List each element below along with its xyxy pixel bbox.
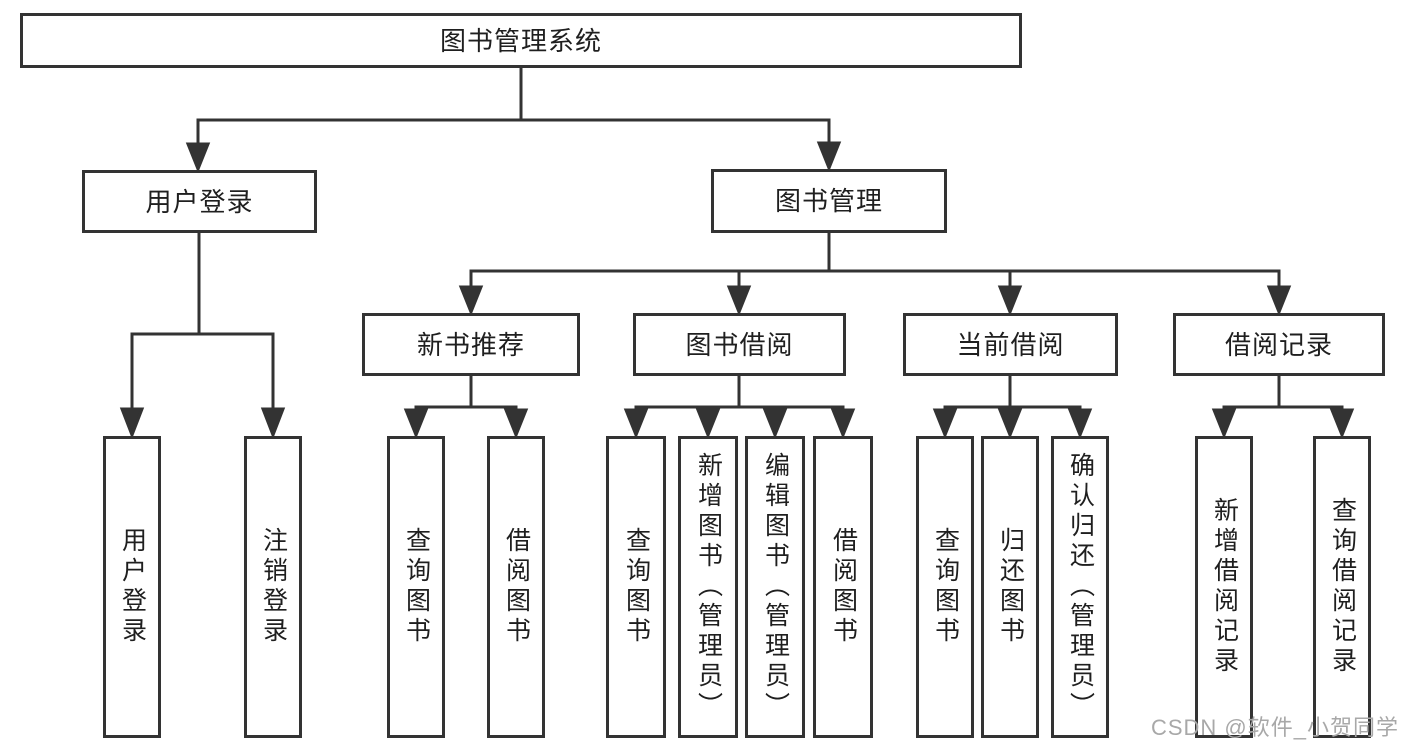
leaf-logout: 注销登录 <box>244 436 302 738</box>
node-root-library-system: 图书管理系统 <box>20 13 1022 68</box>
leaf-query-books-current: 查询图书 <box>916 436 974 738</box>
node-borrow-records: 借阅记录 <box>1173 313 1385 376</box>
csdn-watermark: CSDN @软件_小贺同学 <box>1150 715 1399 740</box>
leaf-return-books: 归还图书 <box>981 436 1039 738</box>
node-book-management: 图书管理 <box>711 169 947 233</box>
leaf-query-books-borrow: 查询图书 <box>606 436 666 738</box>
leaf-query-borrow-record: 查询借阅记录 <box>1313 436 1371 738</box>
node-new-book-recommend: 新书推荐 <box>362 313 580 376</box>
leaf-borrow-books: 借阅图书 <box>813 436 873 738</box>
leaf-user-login: 用户登录 <box>103 436 161 738</box>
leaf-add-borrow-record: 新增借阅记录 <box>1195 436 1253 738</box>
leaf-confirm-return-admin: 确认归还（管理员） <box>1051 436 1109 738</box>
node-user-login: 用户登录 <box>82 170 317 233</box>
leaf-edit-books-admin: 编辑图书（管理员） <box>745 436 805 738</box>
leaf-borrow-books-recommend: 借阅图书 <box>487 436 545 738</box>
leaf-query-books-recommend: 查询图书 <box>387 436 445 738</box>
node-book-borrow: 图书借阅 <box>633 313 846 376</box>
leaf-add-books-admin: 新增图书（管理员） <box>678 436 738 738</box>
node-current-borrow: 当前借阅 <box>903 313 1118 376</box>
